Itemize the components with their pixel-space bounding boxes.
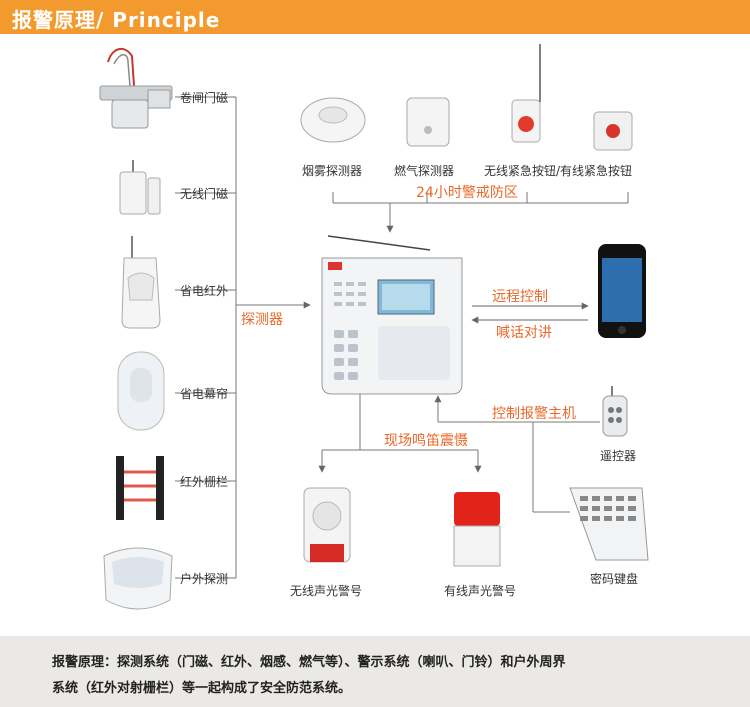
infrared-barrier-icon	[116, 456, 164, 520]
detector-bus-lines	[175, 96, 311, 579]
detector-label: 无线门磁	[180, 187, 229, 201]
wireless-siren-label: 无线声光警号	[290, 584, 363, 598]
detector-label: 省电幕帘	[180, 387, 229, 401]
wireless-siren-icon	[303, 487, 351, 563]
password-keypad-icon	[569, 487, 649, 561]
wired-emergency-button-icon	[593, 111, 633, 151]
curtain-sensor-icon	[117, 351, 165, 431]
wireless-emergency-button-icon	[511, 44, 541, 143]
alarm-lines	[318, 394, 482, 473]
alarm-deter-label: 现场鸣笛震慑	[384, 433, 468, 449]
alarm-control-host-icon	[321, 235, 463, 395]
top-device-label: 燃气探测器	[394, 164, 455, 178]
wired-siren-icon	[453, 492, 501, 567]
remote-control-link-label: 远程控制	[492, 289, 548, 305]
zone-bracket-lines	[332, 192, 629, 233]
remote-control-icon	[602, 386, 628, 437]
phone-link-lines	[471, 302, 589, 324]
detector-label: 户外探测	[180, 572, 229, 586]
smoke-detector-icon	[300, 97, 366, 143]
detector-bus-label: 探测器	[241, 312, 283, 328]
detector-label: 卷闸门磁	[180, 91, 229, 105]
header-title: 报警原理/ Principle	[12, 8, 221, 32]
footer-line: 报警原理：探测系统（门磁、红外、烟感、燃气等）、警示系统（喇叭、门铃）和户外周界	[52, 655, 566, 670]
control-host-label: 控制报警主机	[492, 406, 576, 422]
control-lines	[434, 395, 600, 513]
header-bar: 报警原理/ Principle	[0, 0, 750, 34]
alarm-diagram	[99, 44, 649, 610]
wireless-door-magnet-icon	[119, 160, 161, 215]
pir-sensor-icon	[121, 236, 161, 329]
keypad-label: 密码键盘	[590, 572, 639, 586]
gas-detector-icon	[406, 97, 450, 147]
zone-label: 24小时警戒防区	[416, 185, 518, 201]
top-device-label: 无线紧急按钮/有线紧急按钮	[484, 164, 633, 178]
detector-label: 红外栅栏	[180, 475, 229, 489]
shutter-door-magnet-icon	[99, 47, 173, 129]
remote-label: 遥控器	[600, 449, 637, 463]
footer-description: 报警原理：探测系统（门磁、红外、烟感、燃气等）、警示系统（喇叭、门铃）和户外周界…	[52, 650, 702, 702]
footer-line: 系统（红外对射栅栏）等一起构成了安全防范系统。	[52, 681, 352, 696]
outdoor-detector-icon	[103, 547, 173, 610]
wired-siren-label: 有线声光警号	[444, 584, 517, 598]
detector-label: 省电红外	[180, 284, 229, 298]
top-device-label: 烟雾探测器	[302, 164, 363, 178]
mobile-phone-icon	[598, 244, 646, 338]
footer-panel: 报警原理：探测系统（门磁、红外、烟感、燃气等）、警示系统（喇叭、门铃）和户外周界…	[0, 636, 750, 707]
intercom-link-label: 喊话对讲	[496, 325, 552, 341]
